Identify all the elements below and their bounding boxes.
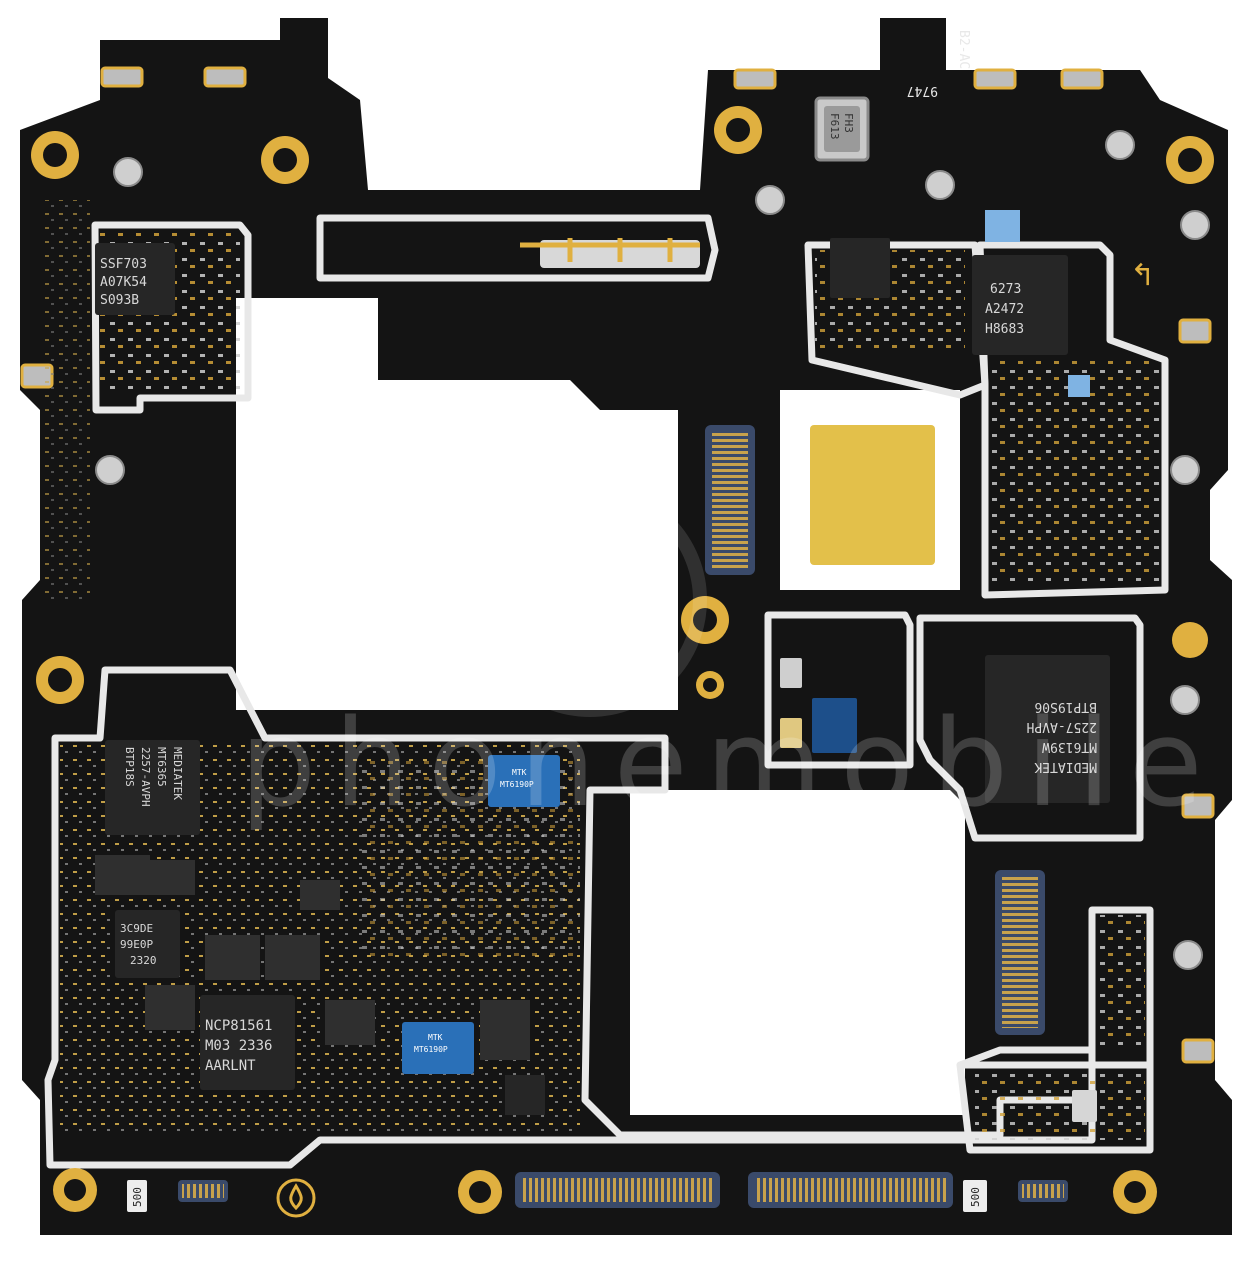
spring-contacts	[20, 66, 1215, 1064]
shield-bar-traces	[520, 238, 700, 262]
c6273-line2: A2472	[985, 302, 1024, 317]
chip-3c9de	[115, 910, 180, 978]
mtk2-line2: MT6190P	[414, 1045, 448, 1054]
arrow-mark-icon: ↰	[1130, 258, 1155, 293]
mtk1-line2: MT6190P	[500, 780, 534, 789]
chip-6273	[972, 255, 1068, 355]
c9de-line2: 99E0P	[120, 938, 153, 951]
res-right: 500	[969, 1187, 982, 1207]
chip-ncp81561	[200, 995, 295, 1090]
c9de-line1: 3C9DE	[120, 922, 153, 935]
chip-mediatek-rf	[985, 655, 1110, 803]
mediatek-rf-line3: 2257-AVPH	[1027, 719, 1097, 734]
mtk1-line1: MTK	[512, 768, 527, 777]
gold-pad	[810, 425, 935, 565]
btb-connectors	[178, 425, 1068, 1208]
mediatek-pmic-line4: BTP18S	[123, 747, 136, 787]
chip-blue-small	[812, 698, 857, 753]
chip-mediatek-pmic	[105, 740, 200, 835]
mediatek-rf-line4: BTP19S06	[1034, 699, 1097, 714]
cutout-top	[236, 298, 678, 710]
crystal-line1: FH3	[842, 113, 855, 133]
ncp-line1: NCP81561	[205, 1018, 272, 1034]
crystal-line2: F613	[828, 113, 841, 140]
ncp-line3: AARLNT	[205, 1058, 256, 1074]
watermark-text: phonemobile	[240, 695, 1221, 834]
chip-mtk-1	[488, 755, 560, 807]
c6273-line3: H8683	[985, 322, 1024, 337]
mediatek-pmic-line3: 2257-AVPH	[139, 747, 152, 807]
drop-icon	[276, 1178, 316, 1218]
mediatek-rf-line1: MEDIATEK	[1034, 759, 1097, 774]
ssf-line1: SSF703	[100, 257, 147, 272]
chip-ssf703	[95, 243, 175, 315]
top-number: 9747	[907, 83, 938, 98]
res-left: 500	[131, 1187, 144, 1207]
mounting-holes	[31, 106, 1214, 1214]
mtk2-line1: MTK	[428, 1033, 443, 1042]
coax-connectors	[95, 130, 1210, 970]
top-label: B2-AC	[956, 30, 971, 69]
chip-mtk-2	[402, 1022, 474, 1074]
c9de-line3: 2320	[130, 954, 157, 967]
shield-frames	[44, 214, 1169, 1169]
mediatek-rf-line2: MT6139W	[1042, 739, 1097, 754]
watermark-logo	[473, 483, 707, 717]
ncp-line2: M03 2336	[205, 1038, 272, 1054]
ssf-line2: A07K54	[100, 275, 147, 290]
chips	[95, 96, 1110, 1122]
mediatek-pmic-line1: MEDIATEK	[171, 747, 184, 800]
mediatek-pmic-line2: MT6365	[155, 747, 168, 787]
ssf-line3: S093B	[100, 293, 139, 308]
cutout-right	[630, 790, 965, 1115]
c6273-line1: 6273	[990, 282, 1021, 297]
